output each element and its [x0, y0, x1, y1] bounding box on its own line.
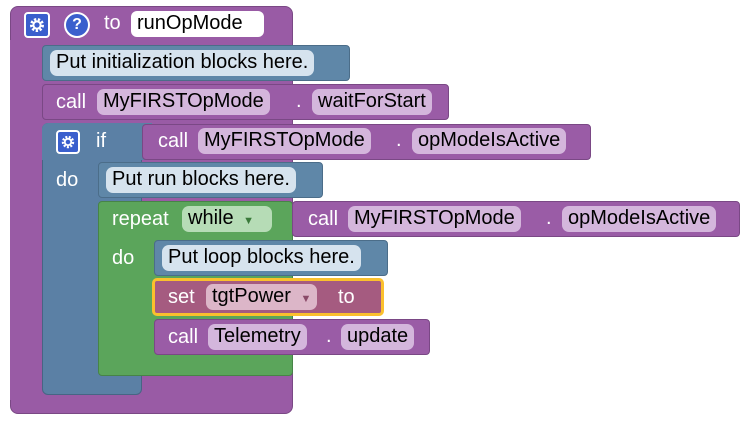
if-do-label: do [56, 169, 79, 191]
repeat-cond-dot: . [546, 207, 552, 229]
if-cond-object-pill: MyFIRSTOpMode [198, 128, 371, 154]
telemetry-dot: . [326, 325, 332, 347]
repeat-cond-object-pill: MyFIRSTOpMode [348, 206, 521, 232]
if-cond-call-label: call [158, 130, 189, 152]
if-cond-method-pill: opModeIsActive [412, 128, 567, 154]
repeat-label: repeat [112, 208, 169, 230]
loop-comment-text[interactable]: Put loop blocks here. [162, 245, 361, 271]
if-label: if [96, 130, 106, 152]
wait-call-label: call [56, 91, 87, 113]
to-label: to [104, 12, 121, 34]
wait-object-pill: MyFIRSTOpMode [97, 89, 270, 115]
procedure-left-rail [10, 40, 42, 400]
gear-icon[interactable] [24, 12, 50, 38]
set-to-label: to [338, 286, 355, 308]
dropdown-arrow-icon: ▼ [300, 293, 312, 305]
set-label: set [168, 286, 195, 308]
repeat-mode-value: while [188, 207, 234, 229]
wait-dot: . [296, 90, 302, 112]
telemetry-method-pill: update [341, 324, 415, 350]
help-icon[interactable]: ? [64, 12, 90, 38]
if-gear-icon-glyph [61, 135, 75, 149]
if-gear-icon[interactable] [56, 130, 80, 154]
wait-method-pill: waitForStart [312, 89, 432, 115]
repeat-cond-call-label: call [308, 208, 339, 230]
if-cond-dot: . [396, 129, 402, 151]
telemetry-call-label: call [168, 326, 199, 348]
telemetry-object-pill: Telemetry [208, 324, 307, 350]
run-comment-text[interactable]: Put run blocks here. [106, 167, 296, 193]
procedure-name-field[interactable]: runOpMode [131, 11, 264, 37]
init-comment-text[interactable]: Put initialization blocks here. [50, 50, 315, 76]
repeat-mode-dropdown[interactable]: while ▼ [182, 206, 272, 232]
variable-dropdown[interactable]: tgtPower ▼ [206, 284, 318, 310]
variable-name: tgtPower [212, 285, 291, 307]
repeat-cond-method-pill: opModeIsActive [562, 206, 717, 232]
repeat-do-label: do [112, 247, 135, 269]
dropdown-arrow-icon: ▼ [243, 215, 255, 227]
gear-icon-glyph [30, 18, 44, 32]
